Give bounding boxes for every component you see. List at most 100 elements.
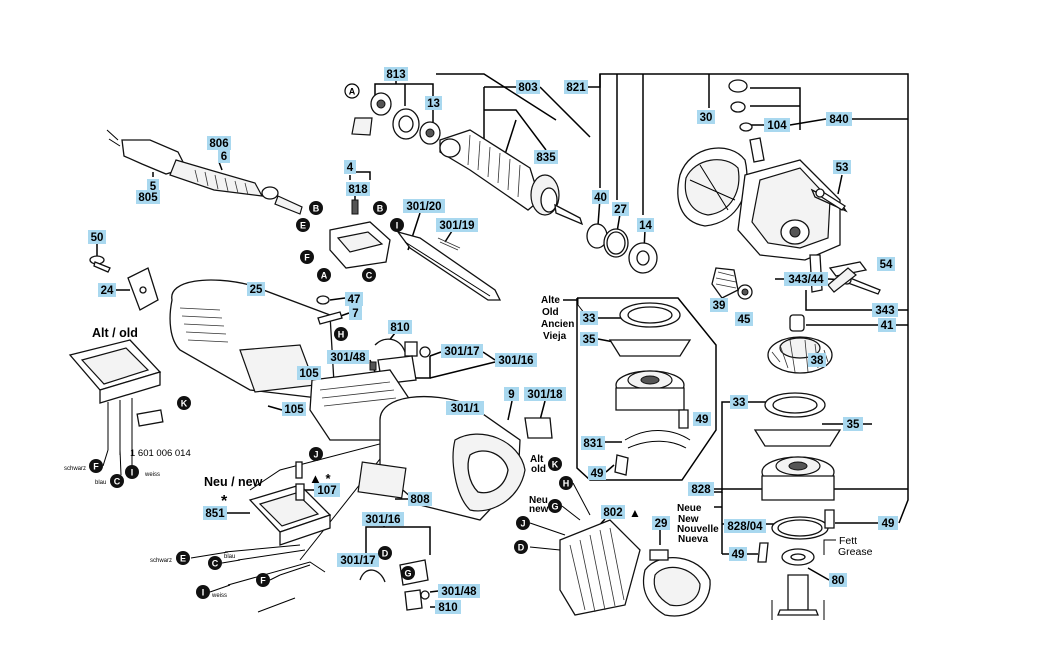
part-label-301-17: 301/17	[441, 344, 483, 358]
part-label-29: 29	[652, 516, 670, 530]
nouvelle-label: Nouvelle	[677, 524, 719, 535]
svg-text:828: 828	[691, 484, 711, 496]
svg-text:810: 810	[390, 322, 409, 334]
callout-c: C	[110, 474, 124, 488]
svg-text:49: 49	[696, 414, 709, 426]
part-label-33: 33	[580, 311, 598, 325]
star-851: *	[221, 493, 228, 510]
part-label-4: 4	[344, 160, 356, 174]
fan-guard-30	[677, 147, 748, 227]
callout-f: F	[256, 573, 270, 587]
old-flange-group	[608, 302, 692, 476]
svg-text:27: 27	[614, 204, 627, 216]
svg-text:343/44: 343/44	[788, 274, 824, 286]
callout-b: B	[309, 201, 323, 215]
svg-text:49: 49	[732, 549, 745, 561]
alt-old-header: Alt / old	[92, 326, 138, 340]
part-label-828-04: 828/04	[724, 519, 766, 533]
part-label-810: 810	[388, 320, 412, 334]
callout-d: D	[514, 540, 528, 554]
svg-text:H: H	[338, 329, 345, 339]
old-small-label: old	[531, 464, 546, 475]
wire-new-white: weiss	[211, 593, 227, 599]
part-label-35: 35	[843, 417, 863, 431]
svg-text:35: 35	[583, 334, 596, 346]
part-label-835: 835	[534, 150, 558, 164]
bracket-24	[127, 267, 159, 311]
part-label-301-19: 301/19	[436, 218, 478, 232]
part-label-9: 9	[504, 387, 519, 401]
part-label-13: 13	[425, 96, 442, 110]
switch-assembly	[329, 199, 502, 301]
part-label-107: 107	[314, 483, 340, 497]
part-label-810: 810	[435, 600, 461, 614]
svg-text:818: 818	[348, 184, 368, 196]
part-label-33: 33	[730, 395, 748, 409]
callout-d: D	[378, 546, 392, 560]
part-label-818: 818	[346, 182, 370, 196]
armature-835	[439, 129, 584, 226]
svg-text:9: 9	[508, 389, 514, 401]
callout-k: K	[548, 457, 562, 471]
new-small-label: new	[529, 504, 549, 515]
svg-text:F: F	[304, 252, 310, 262]
plug-cord	[106, 129, 303, 215]
callout-k: K	[177, 396, 191, 410]
part-label-38: 38	[808, 353, 826, 367]
svg-text:4: 4	[347, 162, 354, 174]
svg-text:107: 107	[317, 485, 336, 497]
svg-text:54: 54	[880, 259, 893, 271]
svg-text:301/1: 301/1	[451, 403, 480, 415]
part-label-301-48: 301/48	[327, 350, 369, 364]
svg-text:I: I	[202, 587, 205, 597]
part-label-30: 30	[697, 110, 715, 124]
svg-text:47: 47	[348, 294, 361, 306]
part-label-851: 851	[203, 506, 227, 520]
triangle-802: ▲	[629, 506, 641, 520]
svg-text:13: 13	[427, 98, 440, 110]
part-label-828: 828	[688, 482, 714, 496]
svg-text:33: 33	[583, 313, 596, 325]
bearing-813	[351, 92, 441, 145]
svg-text:805: 805	[138, 192, 158, 204]
part-label-840: 840	[826, 112, 852, 126]
wire-old-white: weiss	[144, 472, 160, 478]
neue-label: Neue	[677, 503, 702, 514]
callout-h: H	[559, 476, 573, 490]
catalog-number: 1 601 006 014	[130, 448, 191, 459]
svg-text:F: F	[93, 461, 99, 471]
svg-text:835: 835	[536, 152, 556, 164]
ancien-label: Ancien	[541, 319, 574, 330]
svg-text:301/17: 301/17	[340, 555, 375, 567]
svg-text:821: 821	[566, 82, 586, 94]
svg-text:40: 40	[594, 192, 607, 204]
new-electronics	[224, 461, 332, 613]
svg-text:53: 53	[836, 162, 849, 174]
svg-text:A: A	[321, 270, 328, 280]
svg-text:B: B	[377, 203, 384, 213]
svg-text:49: 49	[882, 518, 895, 530]
part-label-301-20: 301/20	[403, 199, 445, 213]
svg-text:41: 41	[881, 320, 894, 332]
svg-text:G: G	[551, 501, 558, 511]
svg-text:301/48: 301/48	[330, 352, 366, 364]
callout-e: E	[296, 218, 310, 232]
svg-text:29: 29	[655, 518, 668, 530]
svg-text:I: I	[396, 220, 399, 230]
svg-text:105: 105	[284, 404, 304, 416]
callout-a: A	[344, 83, 360, 99]
svg-text:25: 25	[250, 284, 263, 296]
svg-text:G: G	[404, 568, 411, 578]
motor-housing-25	[169, 279, 336, 401]
callout-c: C	[208, 556, 222, 570]
part-label-105: 105	[297, 366, 321, 380]
screws-47-7	[316, 295, 343, 325]
svg-text:80: 80	[832, 575, 845, 587]
callout-i: I	[390, 218, 404, 232]
svg-text:D: D	[382, 548, 389, 558]
callout-a: A	[317, 268, 331, 282]
part-label-802: 802	[601, 505, 625, 519]
